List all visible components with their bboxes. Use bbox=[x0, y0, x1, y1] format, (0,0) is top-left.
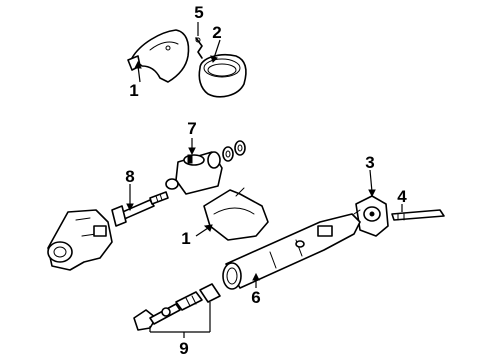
upper-shroud-cover bbox=[127, 29, 190, 83]
callout-5: 5 bbox=[194, 3, 203, 22]
leader-lines bbox=[126, 22, 403, 338]
callout-7: 7 bbox=[187, 119, 196, 138]
callout-labels: 1 2 5 7 8 3 4 1 6 9 bbox=[125, 3, 407, 358]
column-jacket bbox=[222, 213, 361, 290]
callout-3: 3 bbox=[365, 153, 374, 172]
lock-ring bbox=[198, 53, 247, 98]
lock-housing bbox=[47, 209, 113, 271]
lower-shroud-cover bbox=[203, 187, 269, 241]
spring-pin bbox=[195, 37, 203, 59]
ignition-switch bbox=[353, 195, 389, 237]
callout-1-upper: 1 bbox=[129, 81, 138, 100]
lower-shaft-ujoints bbox=[133, 283, 221, 331]
callout-2: 2 bbox=[212, 23, 221, 42]
callout-4: 4 bbox=[397, 187, 407, 206]
actuator-rod bbox=[391, 209, 445, 221]
callout-8: 8 bbox=[125, 167, 134, 186]
steering-shaft bbox=[111, 191, 169, 227]
callout-6: 6 bbox=[251, 288, 260, 307]
callout-9: 9 bbox=[179, 339, 188, 358]
callout-1-lower: 1 bbox=[181, 229, 190, 248]
bearing-housing bbox=[165, 140, 246, 195]
